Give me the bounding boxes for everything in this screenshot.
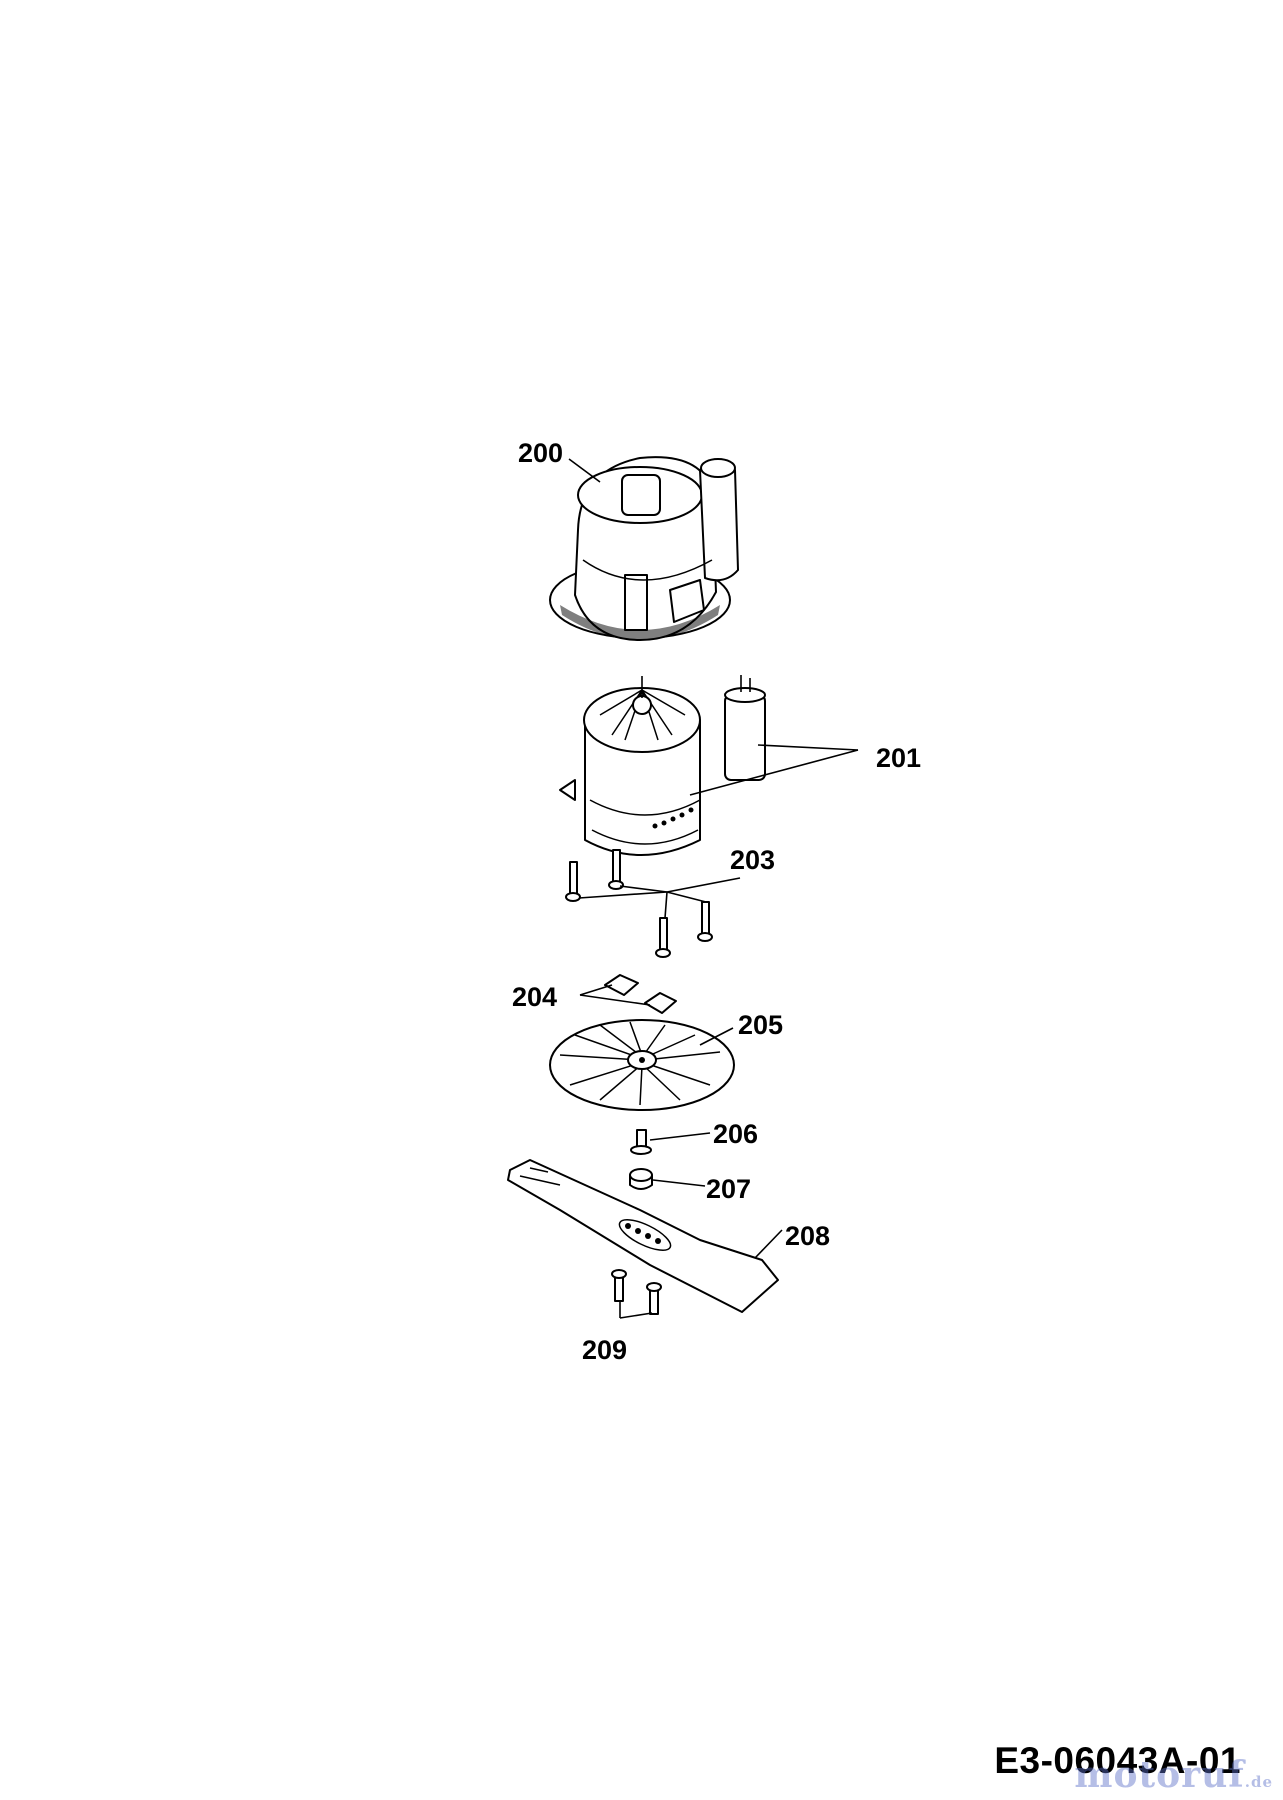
part-201-motor-and-capacitor: [559, 675, 766, 856]
part-204-nuts: [604, 974, 677, 1014]
part-205-fan: [549, 1019, 735, 1111]
callout-205: 205: [738, 1010, 783, 1040]
watermark-suffix: .de: [1244, 1773, 1273, 1791]
drawing-code: E3-06043A-01: [994, 1740, 1241, 1781]
part-208-blade: [507, 1159, 779, 1313]
callout-201: 201: [876, 743, 921, 773]
part-203-screws: [565, 849, 713, 958]
callout-207: 207: [706, 1174, 751, 1204]
callout-200: 200: [518, 438, 563, 468]
blade-mounting-holes: [625, 1223, 661, 1244]
part-207-spacer: [629, 1168, 653, 1190]
callout-labels: 200 201 203 204 205 206 207 208 209: [512, 438, 921, 1365]
callout-206: 206: [713, 1119, 758, 1149]
callout-203: 203: [730, 845, 775, 875]
part-200-motor-housing: [549, 456, 739, 641]
watermark-text: motoruf: [1074, 1754, 1245, 1796]
leader-lines: [568, 458, 859, 1319]
callout-208: 208: [785, 1221, 830, 1251]
watermark-logo: motoruf.de: [1074, 1754, 1273, 1796]
part-209-screws: [611, 1269, 662, 1315]
part-206-bolt: [630, 1129, 652, 1155]
motor-connector-holes: [652, 807, 694, 829]
callout-204: 204: [512, 982, 557, 1012]
callout-209: 209: [582, 1335, 627, 1365]
